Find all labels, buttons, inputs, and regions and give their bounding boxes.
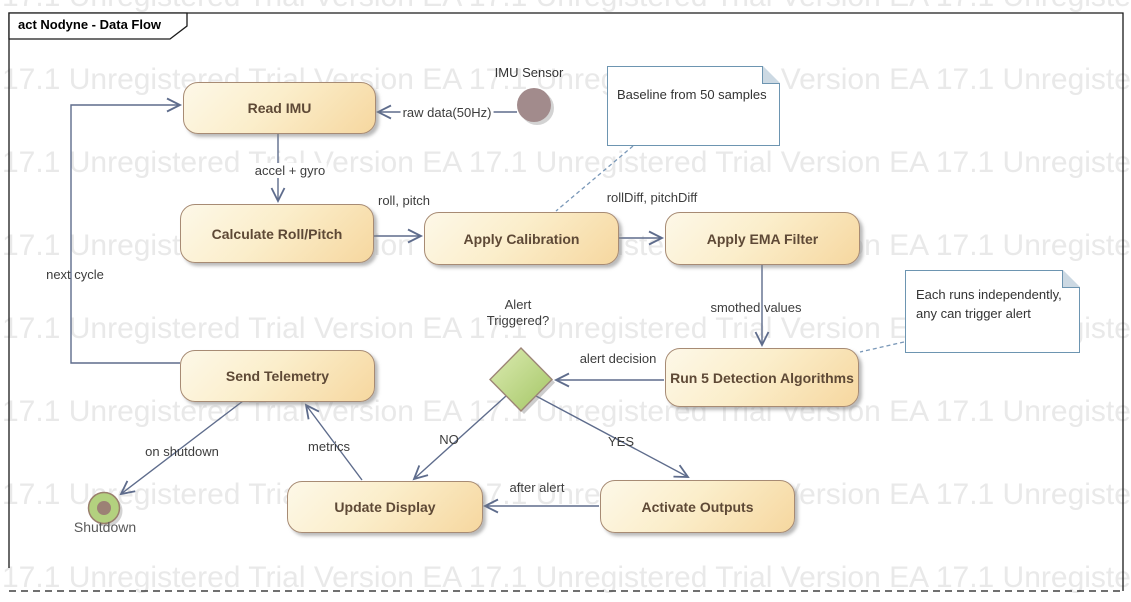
- edge-label-after-alert[interactable]: after alert: [509, 480, 565, 495]
- node-send-telemetry[interactable]: Send Telemetry: [180, 350, 375, 402]
- node-apply-calibration[interactable]: Apply Calibration: [424, 212, 619, 265]
- note-independent[interactable]: Each runs independently, any can trigger…: [905, 270, 1080, 353]
- node-label: Read IMU: [247, 100, 312, 116]
- shutdown-label: Shutdown: [73, 519, 137, 535]
- note-text-line2: any can trigger alert: [916, 306, 1031, 321]
- decision-label-line2: Triggered?: [486, 313, 550, 328]
- edge-label-on-shutdown[interactable]: on shutdown: [145, 444, 219, 459]
- note-text-line1: Each runs independently,: [916, 287, 1062, 302]
- node-update-display[interactable]: Update Display: [287, 481, 483, 533]
- edge-label-yes[interactable]: YES: [607, 434, 635, 449]
- frame-border: [8, 12, 1124, 591]
- edge-label-alert-decision[interactable]: alert decision: [579, 351, 657, 366]
- node-label: Activate Outputs: [641, 498, 754, 515]
- node-read-imu[interactable]: Read IMU: [183, 82, 376, 134]
- node-label: Calculate Roll/Pitch: [211, 225, 343, 242]
- note-text: Baseline from 50 samples: [617, 87, 767, 102]
- edge-yes[interactable]: [535, 395, 690, 478]
- node-label: Send Telemetry: [225, 368, 330, 384]
- edge-on-shutdown[interactable]: [119, 400, 244, 496]
- imu-sensor-circle[interactable]: [517, 88, 551, 122]
- edge-no[interactable]: [412, 395, 507, 481]
- decision-diamond-alert-triggered[interactable]: [489, 347, 553, 412]
- node-label: Update Display: [334, 499, 436, 515]
- imu-sensor-label: IMU Sensor: [494, 65, 564, 80]
- edge-label-metrics[interactable]: metrics: [308, 439, 350, 454]
- node-label: Apply Calibration: [463, 230, 580, 247]
- note-connector-baseline[interactable]: [555, 145, 634, 212]
- decision-label-line1: Alert: [504, 297, 532, 312]
- node-apply-ema-filter[interactable]: Apply EMA Filter: [665, 212, 860, 265]
- node-run-5-detection-algorithms[interactable]: Run 5 Detection Algorithms: [665, 348, 859, 407]
- edge-next-cycle[interactable]: [70, 97, 183, 364]
- edge-label-no[interactable]: NO: [439, 432, 459, 447]
- edge-label-rolldiff[interactable]: rollDiff, pitchDiff: [606, 190, 698, 205]
- edge-label-smoothed-values[interactable]: smothed values: [710, 300, 802, 315]
- shutdown-inner-dot: [97, 501, 111, 515]
- frame-title-tab: [8, 12, 188, 40]
- node-calculate-roll-pitch[interactable]: Calculate Roll/Pitch: [180, 204, 374, 263]
- diagram-title: act Nodyne - Data Flow: [18, 17, 162, 32]
- edge-metrics[interactable]: [304, 403, 363, 481]
- note-baseline[interactable]: Baseline from 50 samples: [607, 66, 780, 146]
- note-connector-independent[interactable]: [859, 341, 905, 353]
- node-label: Run 5 Detection Algorithms: [670, 369, 854, 386]
- node-label: Apply EMA Filter: [706, 230, 819, 247]
- edge-label-accel-gyro[interactable]: accel + gyro: [252, 163, 328, 178]
- edge-label-next-cycle[interactable]: next cycle: [46, 267, 104, 282]
- node-activate-outputs[interactable]: Activate Outputs: [600, 480, 795, 533]
- decision-label: Alert Triggered?: [487, 297, 549, 329]
- edge-label-roll-pitch[interactable]: roll, pitch: [377, 193, 431, 208]
- edge-label-raw-data[interactable]: raw data(50Hz): [400, 105, 494, 120]
